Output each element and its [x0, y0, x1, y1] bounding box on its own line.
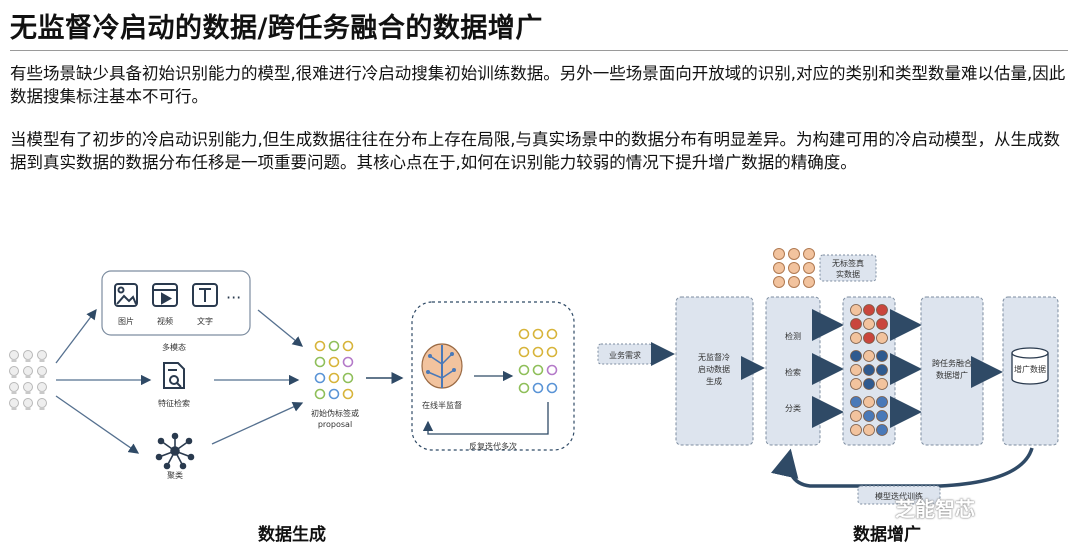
task-detect: 检测 — [785, 331, 801, 341]
unlabeled-data-label-1: 无标签真 — [832, 258, 864, 268]
pseudo-label-caption-2: proposal — [318, 420, 352, 429]
training-loop-arrow — [771, 447, 1034, 488]
unlabeled-dot-grid — [773, 248, 815, 288]
feature-search-label: 特征检索 — [158, 398, 190, 408]
image-icon — [114, 283, 138, 307]
task-classify: 分类 — [785, 403, 801, 413]
modal-item-image: 图片 — [118, 316, 134, 326]
labeled-dot-grid — [850, 304, 888, 436]
page-title: 无监督冷启动的数据/跨任务融合的数据增广 — [10, 13, 543, 44]
pseudo-label-grid — [314, 340, 354, 400]
generation-panel — [675, 296, 754, 446]
generation-label-2: 启动数据 — [698, 364, 730, 374]
training-box — [857, 485, 941, 505]
modal-more: ··· — [226, 288, 241, 307]
feature-search-icon — [163, 362, 185, 389]
cluster-label: 聚类 — [167, 470, 183, 480]
source-data-grid — [9, 350, 47, 411]
title-divider — [10, 50, 1068, 51]
requirement-box — [597, 343, 653, 365]
multimodal-label: 多模态 — [162, 342, 186, 352]
brain-icon — [421, 343, 463, 389]
fusion-panel — [920, 296, 984, 446]
pseudo-label-caption-1: 初始伪标签或 — [311, 408, 359, 418]
requirement-label: 业务需求 — [609, 350, 641, 360]
cluster-icon — [155, 432, 195, 470]
fusion-label-1: 跨任务融合 — [932, 358, 972, 368]
unlabeled-data-label-2: 实数据 — [836, 269, 860, 279]
text-icon — [192, 283, 218, 307]
augmented-label: 增广数据 — [1014, 364, 1046, 374]
modal-item-video: 视频 — [157, 316, 173, 326]
watermark: 芝能智芯 — [895, 497, 975, 521]
caption-data-augmentation: 数据增广 — [853, 525, 921, 545]
video-icon — [152, 283, 178, 307]
iteration-label: 反复迭代多次 — [469, 441, 517, 451]
unlabeled-data-box — [819, 254, 877, 282]
training-label: 模型迭代训练 — [875, 491, 923, 501]
paragraph-1: 有些场景缺少具备初始识别能力的模型,很难进行冷启动搜集初始训练数据。另外一些场景… — [10, 64, 1066, 106]
generation-label-3: 生成 — [706, 376, 722, 386]
caption-data-generation: 数据生成 — [258, 525, 326, 545]
database-icon — [1011, 347, 1049, 385]
modal-item-text: 文字 — [197, 316, 213, 326]
refined-label-grid — [518, 328, 558, 394]
task-retrieve: 检索 — [785, 367, 801, 377]
semi-supervised-label: 在线半监督 — [422, 400, 462, 410]
generation-label-1: 无监督冷 — [698, 352, 730, 362]
fusion-label-2: 数据增广 — [936, 370, 968, 380]
paragraph-2: 当模型有了初步的冷启动识别能力,但生成数据往往在分布上存在局限,与真实场景中的数… — [10, 130, 1060, 172]
pipeline-figure: ··· 图片 视频 文字 多模态 特征检索 聚类 初始伪标签或 proposal — [9, 248, 1059, 505]
